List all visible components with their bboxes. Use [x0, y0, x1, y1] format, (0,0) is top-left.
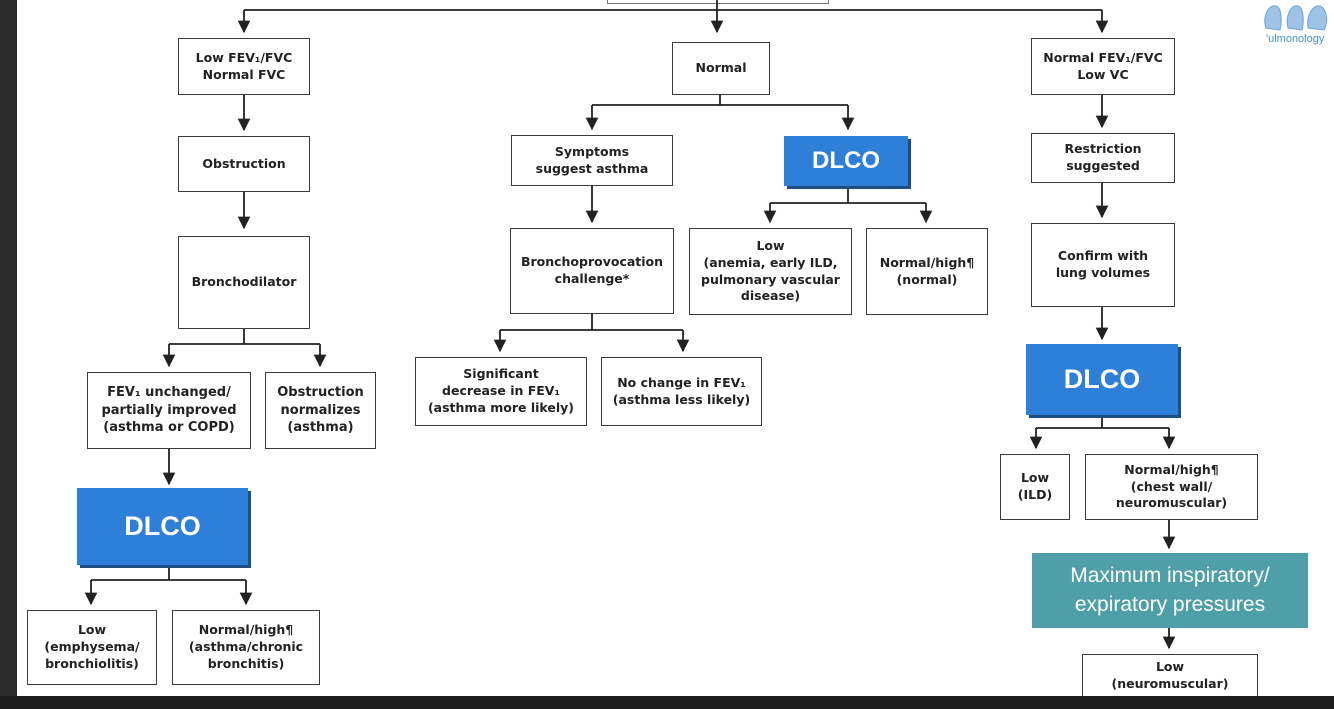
node-dlco-middle: DLCO	[784, 136, 908, 186]
dlco-left-branch	[91, 566, 246, 581]
bronchodilator-branch	[169, 329, 320, 345]
logo-text: 'ulmonology	[1266, 33, 1325, 45]
node-normal-high-chest: Normal/high¶ (chest wall/ neuromuscular)	[1085, 454, 1258, 520]
dlco-middle-branch	[770, 186, 926, 204]
node-no-change: No change in FEV₁ (asthma less likely)	[601, 357, 762, 426]
node-significant-decrease: Significant decrease in FEV₁ (asthma mor…	[415, 357, 587, 426]
node-low-emphysema: Low (emphysema/ bronchiolitis)	[27, 610, 157, 685]
node-bronchoprovocation: Bronchoprovocation challenge*	[510, 228, 674, 314]
top-root-box	[607, 0, 829, 4]
normal-branch	[592, 95, 848, 106]
node-low-anemia: Low (anemia, early ILD, pulmonary vascul…	[689, 228, 852, 315]
node-obstruction-normalizes: Obstruction normalizes (asthma)	[265, 372, 376, 449]
node-obstruction: Obstruction	[178, 136, 310, 192]
node-normal: Normal	[672, 42, 770, 95]
node-symptoms-asthma: Symptoms suggest asthma	[511, 135, 673, 186]
node-confirm-volumes: Confirm with lung volumes	[1031, 223, 1175, 307]
lungs-logo-icon	[1264, 5, 1328, 31]
node-normal-high-normal: Normal/high¶ (normal)	[866, 228, 988, 315]
dlco-right-branch	[1036, 415, 1169, 429]
node-low-ild: Low (ILD)	[1000, 454, 1070, 520]
node-low-neuromuscular: Low (neuromuscular)	[1082, 654, 1258, 696]
node-restriction: Restriction suggested	[1031, 133, 1175, 183]
node-bronchodilator: Bronchodilator	[178, 236, 310, 329]
node-fev-unchanged: FEV₁ unchanged/ partially improved (asth…	[87, 372, 251, 449]
bottom-bar	[0, 696, 1334, 709]
node-max-pressures: Maximum inspiratory/ expiratory pressure…	[1032, 553, 1308, 628]
node-normal-high-asthma: Normal/high¶ (asthma/chronic bronchitis)	[172, 610, 320, 685]
bronchoprovocation-branch	[500, 314, 683, 331]
node-normal-ratio: Normal FEV₁/FVC Low VC	[1031, 38, 1175, 95]
node-dlco-right: DLCO	[1026, 344, 1178, 415]
node-dlco-left: DLCO	[77, 488, 248, 565]
node-low-ratio: Low FEV₁/FVC Normal FVC	[178, 38, 310, 95]
